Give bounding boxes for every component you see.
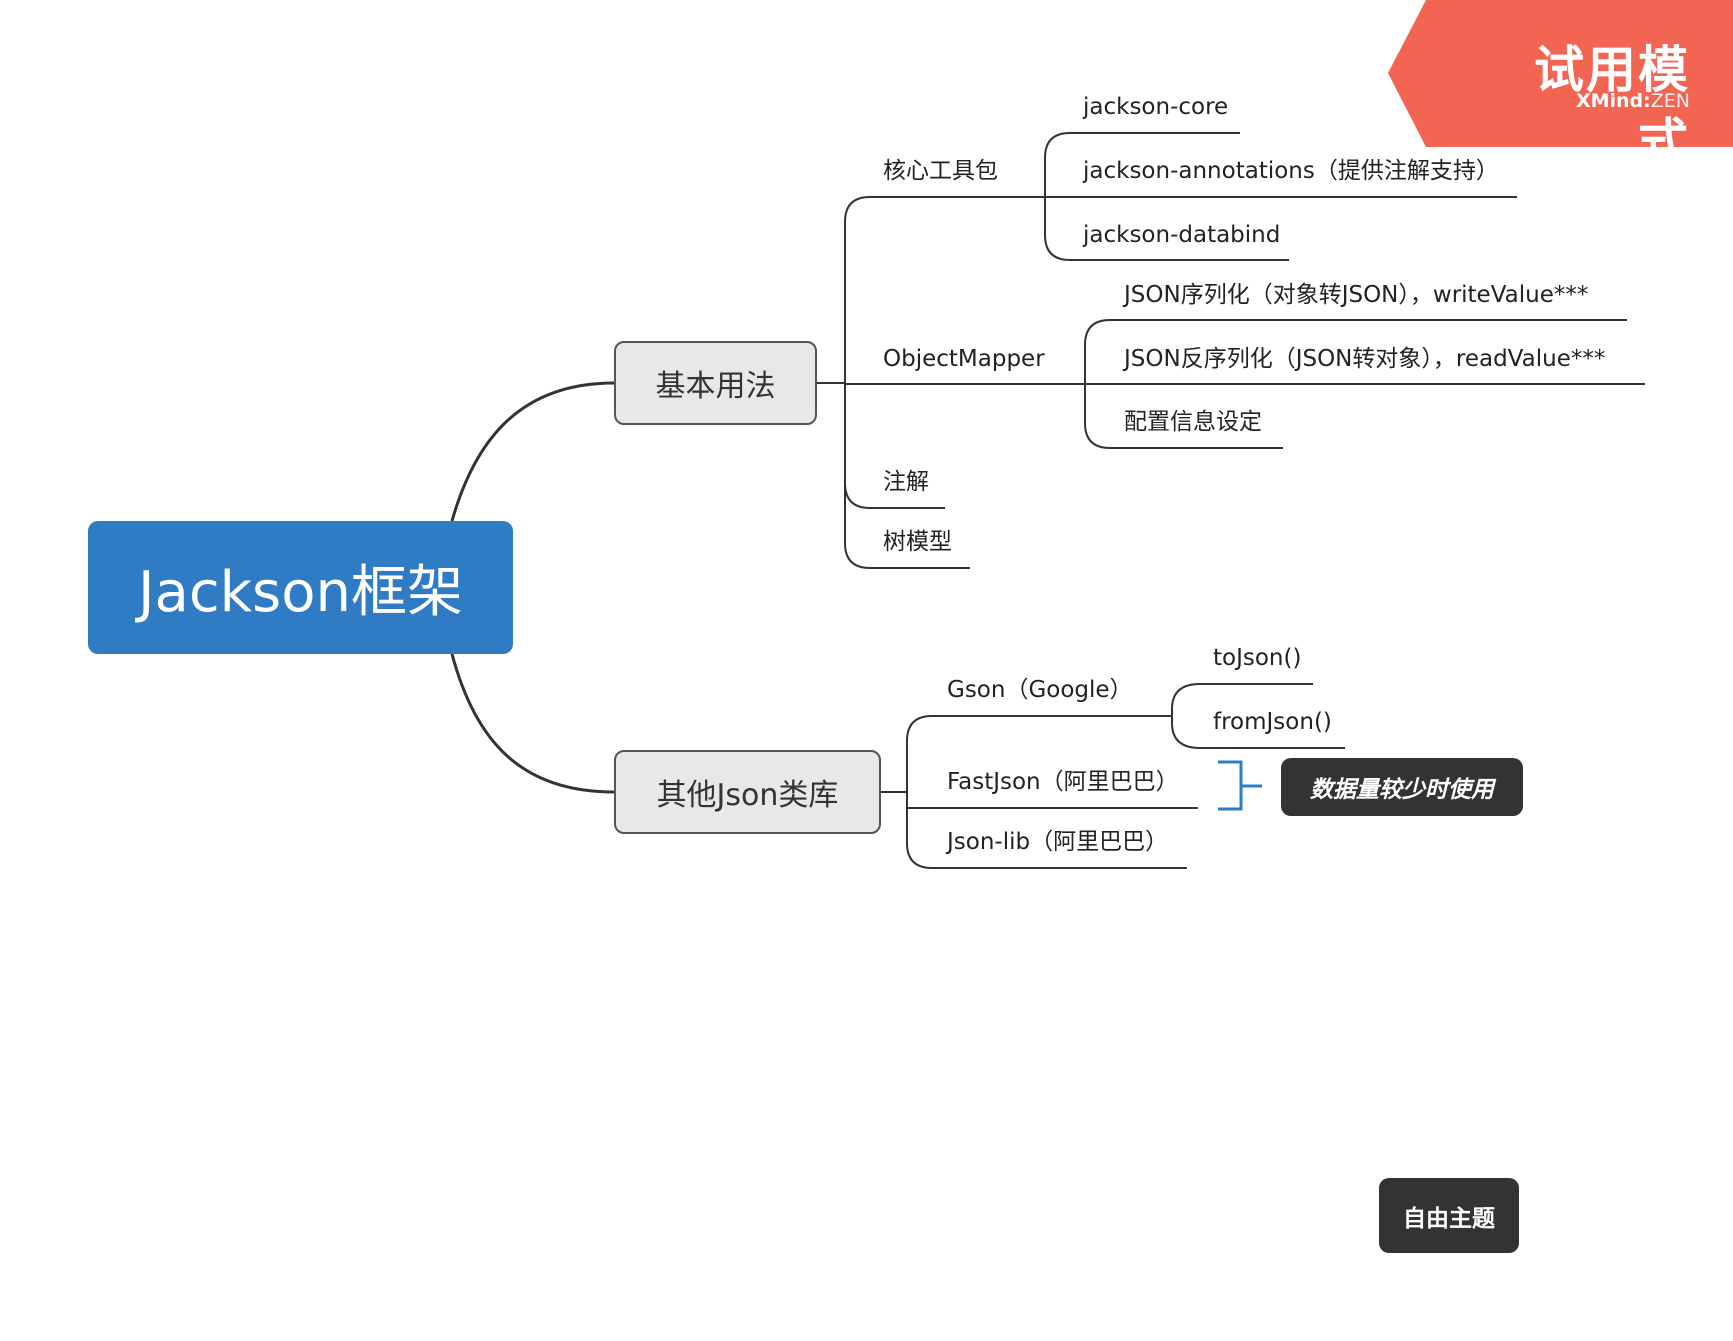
leaf-jackson-core[interactable]: jackson-core bbox=[1083, 94, 1229, 120]
brand-separator: : bbox=[1643, 90, 1651, 112]
brand-name: XMind bbox=[1575, 90, 1644, 112]
leaf-jackson-annotations[interactable]: jackson-annotations（提供注解支持） bbox=[1083, 158, 1499, 184]
leaf-json-serialization[interactable]: JSON序列化（对象转JSON），writeValue*** bbox=[1124, 282, 1589, 308]
xmind-zen-logo: XMind:ZEN bbox=[1520, 90, 1690, 112]
leaf-json-deserialization[interactable]: JSON反序列化（JSON转对象），readValue*** bbox=[1124, 346, 1606, 372]
leaf-jackson-databind[interactable]: jackson-databind bbox=[1083, 222, 1281, 248]
topic-objectmapper[interactable]: ObjectMapper bbox=[883, 346, 1045, 372]
branch-basic-usage[interactable]: 基本用法 bbox=[614, 341, 817, 425]
trial-badge-shape bbox=[1388, 0, 1733, 147]
topic-core-packages[interactable]: 核心工具包 bbox=[883, 158, 998, 184]
brand-edition: ZEN bbox=[1650, 90, 1690, 112]
leaf-tojson[interactable]: toJson() bbox=[1213, 645, 1302, 671]
root-topic[interactable]: Jackson框架 bbox=[88, 521, 513, 654]
topic-annotations[interactable]: 注解 bbox=[883, 469, 929, 495]
floating-topic[interactable]: 自由主题 bbox=[1379, 1178, 1519, 1253]
summary-note[interactable]: 数据量较少时使用 bbox=[1281, 758, 1523, 816]
topic-gson[interactable]: Gson（Google） bbox=[947, 677, 1133, 703]
topic-fastjson[interactable]: FastJson（阿里巴巴） bbox=[947, 769, 1179, 795]
branch-other-json-libs[interactable]: 其他Json类库 bbox=[614, 750, 881, 834]
leaf-config-settings[interactable]: 配置信息设定 bbox=[1124, 409, 1262, 435]
leaf-fromjson[interactable]: fromJson() bbox=[1213, 709, 1332, 735]
topic-tree-model[interactable]: 树模型 bbox=[883, 529, 952, 555]
topic-json-lib[interactable]: Json-lib（阿里巴巴） bbox=[947, 829, 1169, 855]
trial-mode-title: 试用模式 bbox=[1534, 41, 1690, 171]
